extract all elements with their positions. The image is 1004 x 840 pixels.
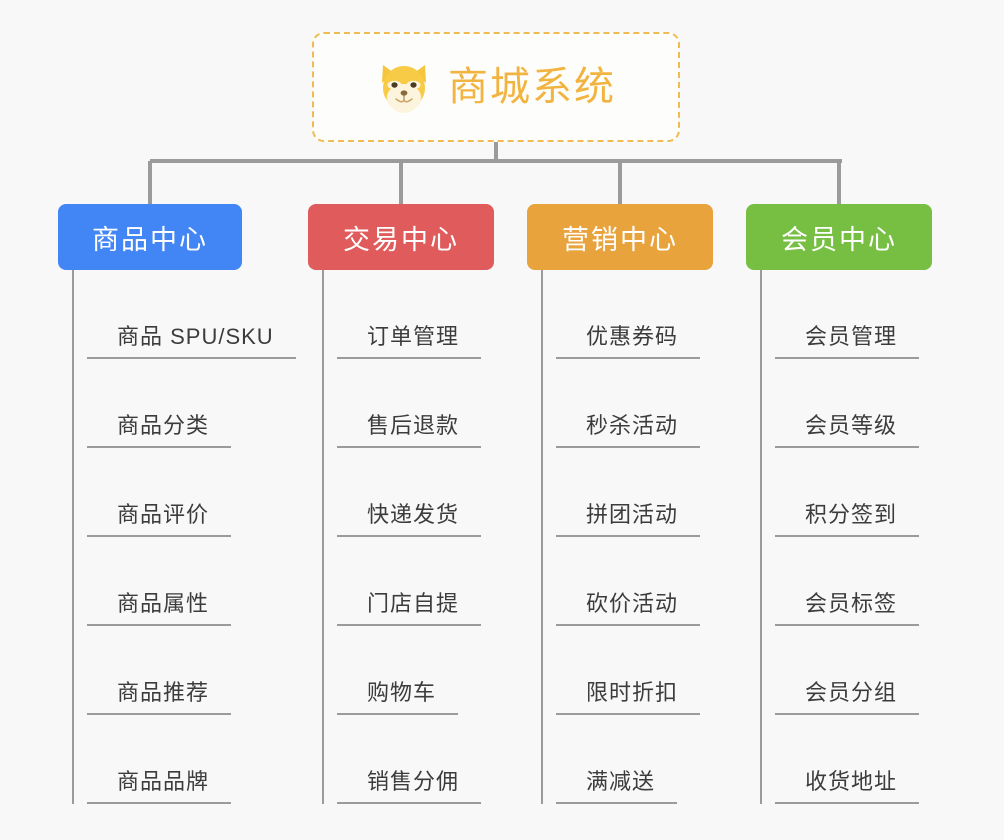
- category-header-marketing[interactable]: 营销中心: [527, 204, 713, 270]
- leaf-label: 限时折扣: [556, 675, 701, 715]
- leaf-label: 商品品牌: [87, 764, 232, 804]
- leaf-label: 商品推荐: [87, 675, 232, 715]
- leaf-label: 满减送: [556, 764, 678, 804]
- leaf-label: 秒杀活动: [556, 408, 701, 448]
- leaf-label: 会员分组: [775, 675, 920, 715]
- list-item[interactable]: 商品评价: [87, 448, 278, 537]
- category-column-trade: 交易中心 订单管理 售后退款 快递发货 门店自提 购物车 销售分佣: [308, 204, 528, 804]
- category-column-member: 会员中心 会员管理 会员等级 积分签到 会员标签 会员分组 收货地址: [746, 204, 966, 804]
- list-item[interactable]: 门店自提: [337, 537, 528, 626]
- list-item[interactable]: 会员等级: [775, 359, 966, 448]
- leaf-label: 商品 SPU/SKU: [87, 319, 296, 359]
- list-item[interactable]: 满减送: [556, 715, 747, 804]
- list-item[interactable]: 商品推荐: [87, 626, 278, 715]
- root-title: 商城系统: [448, 65, 616, 109]
- list-item[interactable]: 售后退款: [337, 359, 528, 448]
- list-item[interactable]: 会员标签: [775, 537, 966, 626]
- leaf-label: 快递发货: [337, 497, 482, 537]
- category-header-trade[interactable]: 交易中心: [308, 204, 494, 270]
- leaf-label: 拼团活动: [556, 497, 701, 537]
- list-item[interactable]: 砍价活动: [556, 537, 747, 626]
- leaf-label: 会员管理: [775, 319, 920, 359]
- list-item[interactable]: 优惠券码: [556, 270, 747, 359]
- list-item[interactable]: 限时折扣: [556, 626, 747, 715]
- list-item[interactable]: 会员管理: [775, 270, 966, 359]
- leaf-label: 购物车: [337, 675, 459, 715]
- leaf-stack-product: 商品 SPU/SKU 商品分类 商品评价 商品属性 商品推荐 商品品牌: [72, 270, 296, 804]
- leaf-label: 订单管理: [337, 319, 482, 359]
- leaf-label: 收货地址: [775, 764, 920, 804]
- leaf-stack-trade: 订单管理 售后退款 快递发货 门店自提 购物车 销售分佣: [322, 270, 528, 804]
- leaf-label: 会员标签: [775, 586, 920, 626]
- leaf-label: 砍价活动: [556, 586, 701, 626]
- list-item[interactable]: 快递发货: [337, 448, 528, 537]
- leaf-label: 优惠券码: [556, 319, 701, 359]
- list-item[interactable]: 商品分类: [87, 359, 278, 448]
- leaf-label: 会员等级: [775, 408, 920, 448]
- root-node[interactable]: 商城系统: [312, 32, 680, 142]
- leaf-label: 商品评价: [87, 497, 232, 537]
- leaf-stack-marketing: 优惠券码 秒杀活动 拼团活动 砍价活动 限时折扣 满减送: [541, 270, 747, 804]
- list-item[interactable]: 商品属性: [87, 537, 278, 626]
- shiba-dog-face-icon: [382, 65, 426, 113]
- list-item[interactable]: 商品品牌: [87, 715, 278, 804]
- leaf-label: 积分签到: [775, 497, 920, 537]
- list-item[interactable]: 秒杀活动: [556, 359, 747, 448]
- category-column-product: 商品中心 商品 SPU/SKU 商品分类 商品评价 商品属性 商品推荐 商品品牌: [58, 204, 296, 804]
- list-item[interactable]: 会员分组: [775, 626, 966, 715]
- leaf-label: 售后退款: [337, 408, 482, 448]
- category-header-product[interactable]: 商品中心: [58, 204, 242, 270]
- list-item[interactable]: 收货地址: [775, 715, 966, 804]
- category-header-member[interactable]: 会员中心: [746, 204, 932, 270]
- list-item[interactable]: 积分签到: [775, 448, 966, 537]
- list-item[interactable]: 销售分佣: [337, 715, 528, 804]
- leaf-label: 商品属性: [87, 586, 232, 626]
- leaf-label: 销售分佣: [337, 764, 482, 804]
- list-item[interactable]: 购物车: [337, 626, 528, 715]
- list-item[interactable]: 拼团活动: [556, 448, 747, 537]
- list-item[interactable]: 商品 SPU/SKU: [87, 270, 296, 359]
- leaf-label: 门店自提: [337, 586, 482, 626]
- leaf-label: 商品分类: [87, 408, 232, 448]
- list-item[interactable]: 订单管理: [337, 270, 528, 359]
- category-column-marketing: 营销中心 优惠券码 秒杀活动 拼团活动 砍价活动 限时折扣 满减送: [527, 204, 747, 804]
- leaf-stack-member: 会员管理 会员等级 积分签到 会员标签 会员分组 收货地址: [760, 270, 966, 804]
